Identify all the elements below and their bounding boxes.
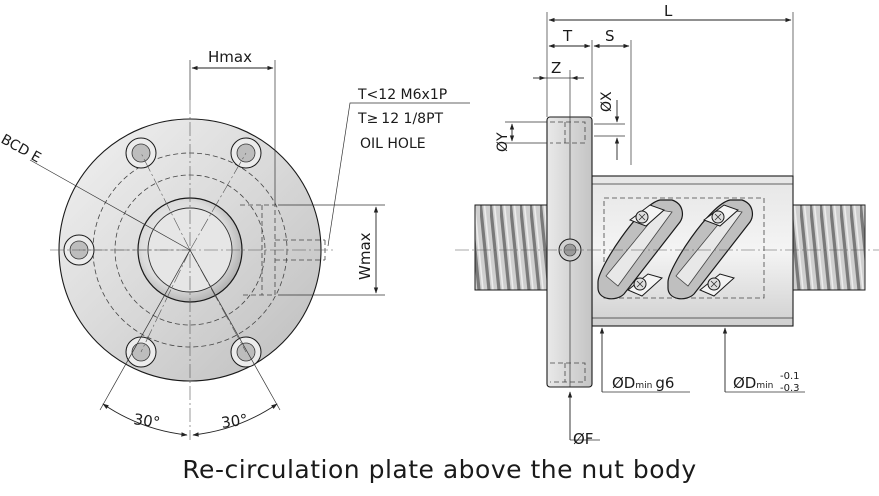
dmin-tol-lower: -0.3 <box>780 383 800 394</box>
oil-hole-line2: T≥12 1/8PT <box>357 111 444 127</box>
s-label: S <box>605 27 615 45</box>
oil-hole-line1: T<12 M6x1P <box>357 87 447 103</box>
figure-caption: Re-circulation plate above the nut body <box>182 455 697 484</box>
hmax-label: Hmax <box>208 48 252 66</box>
t-label: T <box>562 27 573 45</box>
front-view: BCD E Hmax Wmax T<12 M6x1P T≥12 1/8PT OI… <box>0 48 470 440</box>
dia-x-label: ØX <box>599 91 615 112</box>
dmin-tol-upper: -0.1 <box>780 371 800 382</box>
dia-f-label: ØF <box>573 430 593 448</box>
wmax-label: Wmax <box>356 232 374 280</box>
angle-right-label: 30° <box>220 410 249 432</box>
recirculation-plate <box>597 199 753 300</box>
screw-thread-right <box>792 204 866 291</box>
screw-thread-left <box>474 204 548 291</box>
bcd-label: BCD E <box>0 132 44 167</box>
dmin-tol-label: ØDmin <box>733 374 773 392</box>
oil-hole-line3: OIL HOLE <box>360 136 426 152</box>
dia-y-label: ØY <box>495 132 511 152</box>
z-label: Z <box>551 59 561 77</box>
angle-left-label: 30° <box>132 410 161 432</box>
length-label: L <box>664 2 673 20</box>
